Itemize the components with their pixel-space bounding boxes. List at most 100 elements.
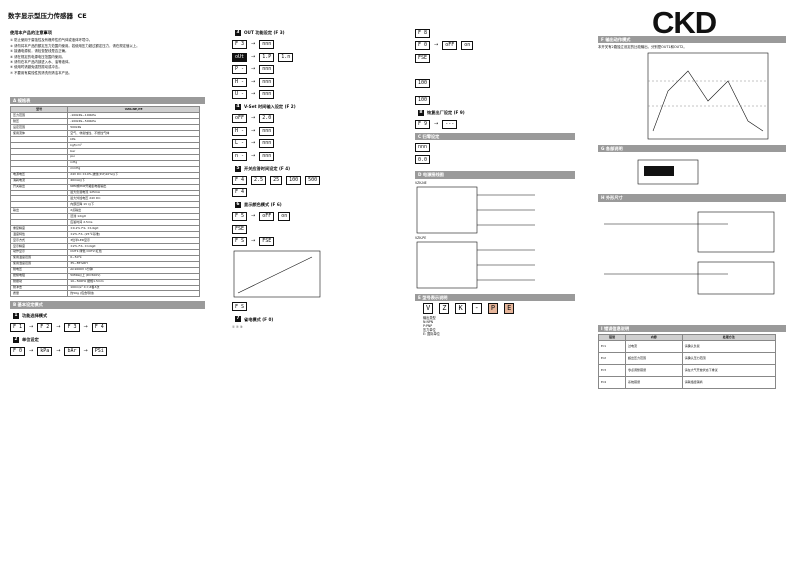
- power-save-text: ① ② ③: [232, 325, 243, 330]
- note-item: ② 请勿将本产品的额定压力范围内使用。若使用压力超过额定压力，请在规定值以上。: [10, 43, 140, 48]
- lcd-display: nnn: [259, 77, 275, 87]
- model-char: E: [504, 303, 515, 314]
- spec-cell: bar: [67, 147, 200, 155]
- error-cell: 请确认压力范围: [681, 352, 777, 366]
- spec-cell: psi: [67, 153, 200, 161]
- spec-cell: [9, 201, 69, 209]
- error-title: I 错误信息说明: [598, 324, 786, 333]
- note-item: ⑦ 不要用有腐蚀性的清洗剂清洁本产品。: [10, 70, 72, 75]
- spec-cell: 显示精度: [9, 242, 69, 250]
- dimension-title: H 外形尺寸: [598, 194, 786, 202]
- error-cell: 零点调整错误: [625, 364, 683, 378]
- spec-row: 内部压降 1V 以下: [9, 201, 200, 209]
- lcd-display: F S: [232, 302, 248, 312]
- spec-row: 质量约50g (包含导线): [9, 290, 200, 298]
- lcd-display: F 3: [232, 40, 248, 49]
- lcd-display: n -: [232, 151, 248, 161]
- lcd-display: oFF: [259, 212, 275, 221]
- lcd-display: 2.5: [251, 175, 267, 185]
- spec-cell: NPN或PNP开路集电极输出: [67, 183, 200, 191]
- spec-cell: [9, 142, 69, 149]
- error-cell: Er3: [597, 364, 627, 378]
- document-title: 数字显示型压力传感器 CE: [8, 12, 87, 20]
- spec-row: mmHg: [9, 165, 200, 173]
- spec-cell: ±0.2% F.S. ±1digit: [67, 225, 200, 233]
- lcd-display: U -: [232, 90, 248, 99]
- lcd-display: P -: [232, 65, 248, 74]
- spec-cell: 使用流体: [9, 130, 69, 138]
- spec-cell: 设定范围: [9, 124, 69, 132]
- unit-e: E: 国际单位: [423, 331, 440, 336]
- lcd-display: bAr: [64, 346, 80, 356]
- lcd-display: F 9: [415, 119, 431, 129]
- spec-cell: 消耗电流: [9, 177, 69, 185]
- lcd-display: F 8: [415, 28, 431, 38]
- spec-cell: 40mA以下: [67, 177, 200, 185]
- lcd-display: H -: [232, 126, 248, 136]
- unit-label: 压力单位: [423, 327, 436, 332]
- error-cell: 请联络经销商: [681, 376, 777, 390]
- spec-title: A 规格表: [10, 97, 205, 105]
- spec-row: 最大外加电压 24V DC: [9, 195, 200, 203]
- spec-row: inHg: [9, 159, 200, 167]
- lcd-display: F 0: [415, 41, 431, 50]
- spec-cell: 内部压降 1V 以下: [67, 201, 200, 209]
- output-mode-text: 本开关有2路独立设定的比较输出，分别是OUT1和OUT2。: [598, 45, 687, 50]
- lcd-display: 2.0: [259, 114, 275, 123]
- spec-row: 重复精度±0.2% F.S. ±1digit: [9, 225, 200, 233]
- note-item: ④ 请在规定的电源电压范围内使用。: [10, 54, 65, 59]
- spec-cell: [9, 136, 69, 143]
- spec-row: kgf/cm²: [9, 142, 200, 149]
- spec-cell: 开关输出: [9, 183, 69, 191]
- spec-row: kPa: [9, 136, 200, 143]
- spec-cell: [9, 153, 69, 161]
- output-timing-diagram: [647, 52, 769, 139]
- lcd-display: 100: [286, 175, 302, 185]
- spec-cell: [9, 213, 69, 221]
- spec-cell: 电源电压: [9, 171, 69, 179]
- lcd-display: F 2: [37, 322, 53, 332]
- spec-cell: ±2% F.S. (25℃基准): [67, 231, 200, 238]
- model-char: -: [471, 303, 482, 314]
- lcd-display: oFF: [442, 41, 458, 50]
- output-mode-title: F 输出动作模式: [598, 36, 786, 44]
- pnp-wiring-diagram: [416, 241, 535, 289]
- lcd-display: F 0: [10, 346, 26, 356]
- model-notes: 输出类型 N:NPN P:PNP 压力单位 E: 国际单位: [423, 316, 575, 336]
- spec-row: 显示精度±2% F.S. ±1digit: [9, 242, 200, 250]
- lcd-display: ---: [442, 119, 458, 129]
- spec-cell: 500kPa: [67, 124, 200, 132]
- lcd-display: 25: [270, 175, 283, 185]
- spec-cell: [9, 165, 69, 173]
- lcd-display: nnn: [259, 151, 275, 161]
- spec-cell: ±2% F.S. ±1digit: [67, 242, 200, 250]
- spec-cell: kgf/cm²: [67, 142, 200, 149]
- parts-diagram: [637, 159, 699, 185]
- spec-row: 使用流体空气、非腐蚀性、不燃性气体: [9, 130, 200, 138]
- wiring-title: D 电源接线图: [415, 171, 575, 179]
- brand-logo: CKD: [652, 5, 717, 40]
- error-cell: Er2: [597, 352, 627, 366]
- lcd-display: on: [278, 212, 291, 221]
- dimension-drawing: [604, 211, 775, 294]
- spec-row: 温度特性±2% F.S. (25℃基准): [9, 231, 200, 238]
- lcd-display: 100: [415, 95, 431, 105]
- error-cell: 过电流: [625, 340, 683, 354]
- func-select-diagram: F 1→ F 2→ F 3→ F 4: [10, 322, 205, 333]
- spec-cell: 约50g (包含导线): [67, 290, 200, 298]
- lcd-display: 100: [415, 78, 431, 88]
- lcd-display: nnn: [259, 40, 275, 49]
- spec-cell: 迟滞 1digit: [67, 213, 200, 221]
- lcd-display: FSE: [415, 53, 431, 63]
